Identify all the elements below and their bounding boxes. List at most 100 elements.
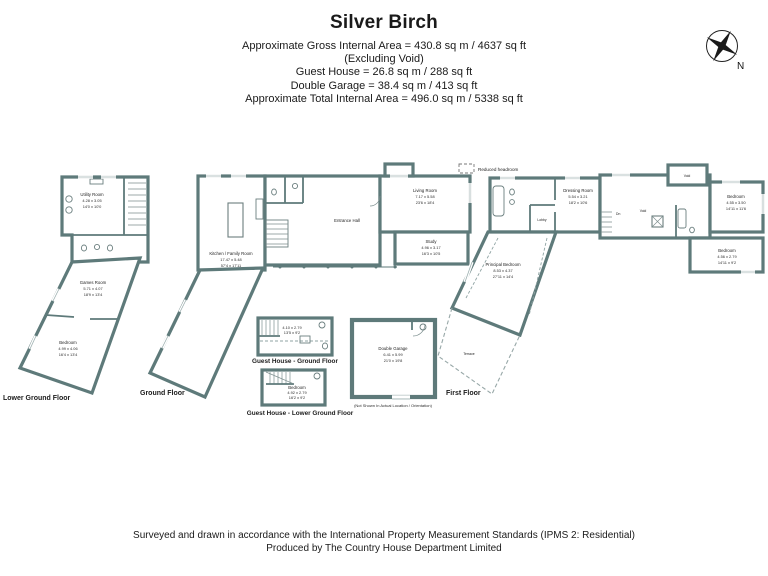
room-dims-living-m: 7.17 x 5.58 (415, 194, 434, 199)
room-label-games-room: Games Room (80, 280, 107, 285)
total-area-line: Approximate Total Internal Area = 496.0 … (245, 92, 523, 105)
room-dims-lgf-bedroom-m: 4.99 x 4.06 (58, 346, 77, 351)
room-dims-kitchen-ft: 57'4 x 17'11 (221, 263, 241, 268)
room-dims-living-ft: 23'6 x 18'4 (416, 200, 435, 205)
room-dims-utility-ft: 14'0 x 10'0 (83, 204, 102, 209)
reduced-headroom-legend-icon (458, 163, 475, 174)
room-dims-guest-ground-m: 4.10 x 2.79 (282, 325, 301, 330)
floor-label-guest-lower: Guest House - Lower Ground Floor (247, 410, 354, 417)
footer-standards-line: Surveyed and drawn in accordance with th… (133, 530, 635, 541)
gf-study-outline (393, 230, 470, 266)
floor-label-first: First Floor (446, 390, 481, 397)
room-dims-bedroom-right-m: 4.55 x 3.50 (726, 200, 746, 205)
garage-location-note: (Not Shown In Actual Location / Orientat… (354, 403, 432, 408)
room-label-bedroom-lower: Bedroom (718, 248, 736, 253)
room-label-principal-bedroom: Principal Bedroom (485, 262, 521, 267)
basin-icon (313, 372, 321, 380)
floor-label-lower-ground: Lower Ground Floor (3, 395, 71, 402)
stairs-icon (265, 371, 295, 385)
room-label-living-room: Living Room (413, 188, 437, 193)
ff-principal-wing-outline (449, 230, 559, 338)
footer-producer-line: Produced by The Country House Department… (266, 543, 502, 554)
room-dims-games-m: 5.71 x 4.07 (83, 286, 102, 291)
void-hatch-icon (651, 215, 664, 228)
room-label-double-garage: Double Garage (378, 346, 408, 351)
room-label-lgf-bedroom: Bedroom (59, 340, 77, 345)
bathroom-fixtures-icon (80, 243, 114, 252)
guest-house-area-line: Guest House = 26.8 sq m / 288 sq ft (295, 66, 473, 79)
stairs-icon (258, 320, 280, 337)
room-dims-guest-bedroom-m: 4.92 x 2.79 (287, 390, 306, 395)
plan-guest-house-lower-ground-floor: Bedroom 4.92 x 2.79 16'2 x 9'2 Guest Hou… (247, 368, 354, 417)
floor-label-ground: Ground Floor (140, 390, 185, 397)
room-dims-study-m: 4.96 x 3.17 (421, 245, 440, 250)
ff-void-room-outline (666, 163, 709, 187)
gf-wing-outline (147, 266, 266, 400)
room-dims-games-ft: 18'9 x 13'4 (84, 292, 103, 297)
room-label-study: Study (426, 239, 438, 244)
windows (463, 173, 765, 283)
room-label-utility: Utility Room (80, 192, 104, 197)
room-label-lobby: Lobby (537, 218, 547, 222)
wc-fixtures-icon (271, 182, 299, 196)
lgf-wing-outline (17, 256, 143, 396)
utility-fixtures-icon (65, 178, 104, 214)
room-dims-bedroom-right-ft: 14'11 x 11'6 (726, 206, 746, 211)
kitchenette-fixtures-icon (299, 321, 329, 350)
room-label-void-top: Void (684, 174, 691, 178)
plan-guest-house-ground-floor: 4.10 x 2.79 13'5 x 9'2 Guest House - Gro… (252, 316, 338, 365)
room-dims-utility-m: 4.28 x 3.05 (82, 198, 101, 203)
compass-rose-icon (706, 30, 738, 62)
gf-hall-outline (263, 174, 382, 267)
room-label-dressing: Dressing Room (563, 188, 593, 193)
gross-area-line: Approximate Gross Internal Area = 430.8 … (241, 40, 526, 52)
door-arc (369, 195, 381, 207)
room-dims-bedroom-lower-m: 4.56 x 2.79 (717, 254, 736, 259)
room-label-entrance-hall: Entrance Hall (334, 218, 360, 223)
windows (160, 174, 472, 349)
bathroom-fixtures-icon (492, 185, 695, 234)
room-dims-garage-m: 6.41 x 5.99 (383, 352, 402, 357)
garage-area-line: Double Garage = 38.4 sq m / 413 sq ft (290, 79, 478, 92)
range-cooker-icon (255, 198, 264, 220)
compass: N (698, 22, 750, 74)
wc-icon (419, 323, 427, 331)
room-dims-guest-ground-ft: 13'5 x 9'2 (284, 330, 300, 335)
plan-first-floor: Reduced headroom Dn (437, 163, 765, 397)
reduced-headroom-legend-label: Reduced headroom (478, 167, 519, 172)
stairs-icon (128, 182, 146, 226)
excluding-void-line: (Excluding Void) (344, 53, 424, 66)
plan-double-garage: Double Garage 6.41 x 5.99 21'0 x 19'8 (N… (349, 317, 438, 408)
room-dims-dressing-ft: 18'2 x 10'6 (569, 200, 588, 205)
room-dims-guest-bedroom-ft: 16'2 x 9'2 (289, 395, 305, 400)
kitchen-island-icon (227, 202, 244, 238)
ghl-outline (260, 368, 327, 407)
door-arc (412, 323, 426, 337)
room-label-void-center: Void (640, 209, 647, 213)
lgf-upper-block-outline (60, 175, 150, 264)
title-block: Silver Birch Approximate Gross Internal … (0, 12, 768, 106)
plan-ground-floor: Kitchen / Family Room 17.47 x 5.48 57'4 … (140, 162, 472, 400)
room-dims-bedroom-lower-ft: 14'11 x 9'2 (718, 260, 736, 265)
stairs-icon (265, 219, 289, 248)
stairs-down-label: Dn (616, 212, 620, 216)
room-dims-kitchen-m: 17.47 x 5.48 (220, 257, 241, 262)
room-dims-principal-ft: 27'11 x 14'4 (493, 274, 514, 279)
stairs-icon (601, 211, 612, 233)
ff-bedroom-lower-outline (688, 236, 765, 274)
room-dims-study-ft: 16'3 x 10'5 (422, 251, 441, 256)
porch-colonnade (273, 265, 397, 269)
room-dims-dressing-m: 5.54 x 3.21 (568, 194, 587, 199)
garage-door-opening (392, 395, 410, 400)
gf-bay-window (383, 162, 415, 178)
plan-lower-ground-floor: Utility Room 4.28 x 3.05 14'0 x 10'0 Gam… (3, 175, 150, 402)
room-dims-principal-m: 8.53 x 4.37 (493, 268, 512, 273)
room-label-guest-bedroom: Bedroom (288, 385, 306, 390)
room-label-kitchen: Kitchen / Family Room (209, 251, 253, 256)
compass-north-label: N (737, 61, 744, 72)
floor-label-guest-ground: Guest House - Ground Floor (252, 358, 338, 365)
page-title: Silver Birch (329, 12, 438, 33)
room-dims-lgf-bedroom-ft: 16'4 x 13'4 (59, 352, 78, 357)
footer: Surveyed and drawn in accordance with th… (0, 529, 768, 555)
